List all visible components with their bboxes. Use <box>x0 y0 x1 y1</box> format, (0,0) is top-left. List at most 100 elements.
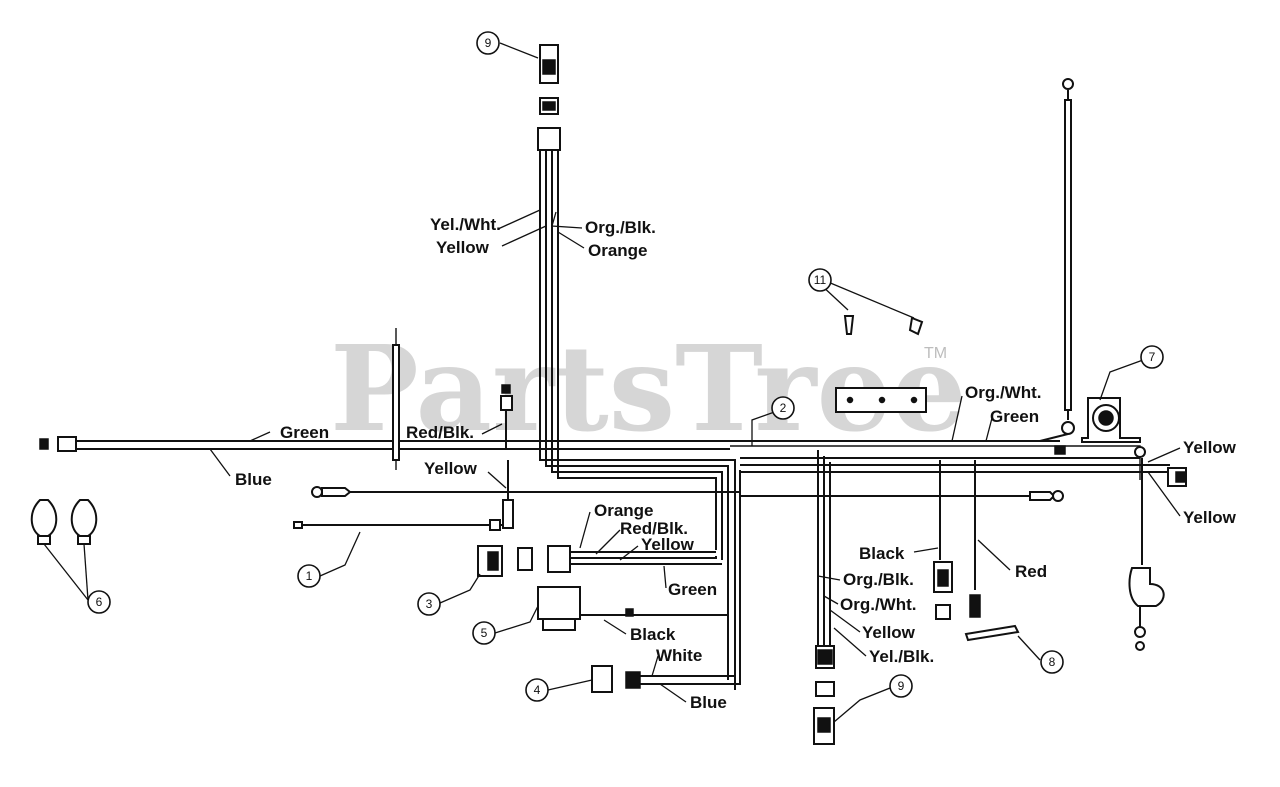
ring-leads <box>293 460 1064 531</box>
callouts: 9 11 2 7 1 3 5 4 <box>87 31 1164 702</box>
module-5-body <box>537 586 581 620</box>
leader-yellow-right-bottom <box>1147 471 1181 517</box>
leader-5 <box>494 605 539 634</box>
module-5-group <box>537 586 728 631</box>
top-harness-connector <box>537 127 561 151</box>
ring-terminal-right <box>1052 490 1064 502</box>
leader-org-blk-right <box>817 575 841 581</box>
label-org-blk-top: Org./Blk. <box>585 218 656 237</box>
leader-org-blk-top <box>551 211 583 229</box>
leader-6-right <box>83 543 89 601</box>
top-harness <box>537 44 736 690</box>
leader-9-top <box>499 42 539 59</box>
label-blue-left: Blue <box>235 470 272 489</box>
label-org-wht-right: Org./Wht. <box>965 383 1041 402</box>
callout-5: 5 <box>472 621 496 645</box>
leader-11-right <box>827 281 915 319</box>
trunk-connector <box>1054 445 1066 455</box>
switch-3-face <box>487 551 499 571</box>
switch-4-group <box>591 470 741 693</box>
ring-terminal-left <box>311 486 323 498</box>
leader-green-right <box>985 417 993 442</box>
callout-3-text: 3 <box>426 597 433 611</box>
lower-harness <box>813 450 1020 745</box>
ring-sleeve-right <box>1029 491 1056 501</box>
red-blk-connector <box>500 395 513 411</box>
fuse-8 <box>964 624 1020 642</box>
leader-4 <box>547 679 593 691</box>
wire-labels: Yel./Wht. Yellow Org./Blk. Orange Green … <box>235 215 1237 712</box>
leader-yellow-lower <box>829 609 861 633</box>
label-yel-blk: Yel./Blk. <box>869 647 934 666</box>
callout-1: 1 <box>297 564 321 588</box>
bottom-switch-9-face <box>817 717 831 733</box>
label-green-right: Green <box>990 407 1039 426</box>
label-white: White <box>656 646 702 665</box>
leader-white <box>651 655 659 677</box>
bracket-hole-2 <box>878 396 886 404</box>
label-yellow-top: Yellow <box>436 238 490 257</box>
leader-red-blk <box>481 423 503 435</box>
callout-11-text: 11 <box>814 273 827 287</box>
main-harness <box>39 436 1187 651</box>
black-branch-face <box>937 569 949 587</box>
callout-2-text: 2 <box>780 401 787 415</box>
callout-3: 3 <box>417 592 441 616</box>
antenna-ring-top <box>1062 78 1074 90</box>
callout-8: 8 <box>1040 650 1064 674</box>
lower-harness-connector-face <box>817 649 833 665</box>
leader-green-mid <box>663 565 667 589</box>
bulb-left-base <box>37 535 51 545</box>
ring-sleeve-left <box>321 487 352 497</box>
callout-7: 7 <box>1140 345 1164 369</box>
callout-11: 11 <box>808 268 832 292</box>
bulb-right <box>70 499 98 537</box>
label-red-right: Red <box>1015 562 1047 581</box>
leader-yellow-mid <box>487 471 507 489</box>
push-pins-11 <box>843 315 924 336</box>
leader-blue-left <box>209 448 231 477</box>
callout-9-bottom-text: 9 <box>898 679 905 693</box>
callout-7-text: 7 <box>1149 350 1156 364</box>
leader-orange-mid <box>579 511 591 549</box>
right-ring-top <box>1134 446 1146 458</box>
rear-ring-2 <box>1135 641 1145 651</box>
leader-org-wht-lower <box>823 595 839 605</box>
red-blk-connector-top <box>501 384 511 394</box>
label-orange-top: Orange <box>588 241 648 260</box>
solenoid-7-post <box>1098 410 1114 426</box>
callout-9-bottom: 9 <box>889 674 913 698</box>
leader-black-right <box>913 547 939 553</box>
label-black-mid: Black <box>630 625 676 644</box>
switch-3-wire-redblk <box>570 556 717 559</box>
switch-4-body <box>591 665 613 693</box>
top-harness-wire-1 <box>539 150 736 690</box>
antenna-ring-bottom <box>1061 421 1075 435</box>
switch-4-plug <box>625 671 641 689</box>
leader-yellow-top <box>501 225 547 247</box>
callout-9-top: 9 <box>476 31 500 55</box>
leader-blue-bottom <box>659 683 687 703</box>
label-org-blk-right: Org./Blk. <box>843 570 914 589</box>
top-harness-wire-2 <box>545 150 729 680</box>
lead1-connector <box>489 519 501 531</box>
leader-orange-top <box>557 231 585 249</box>
right-connector-dark <box>1175 471 1187 483</box>
module-5-ground <box>625 608 634 617</box>
right-terminal-group <box>1039 78 1141 455</box>
switch-3-group <box>477 545 722 577</box>
antenna-sleeve <box>1064 99 1072 411</box>
bulb-left <box>30 499 58 537</box>
label-black-right: Black <box>859 544 905 563</box>
label-yellow-switch: Yellow <box>641 535 695 554</box>
leader-6-left <box>43 543 89 601</box>
top-plug-face <box>542 101 556 111</box>
leader-red-right <box>977 539 1011 571</box>
module-5-base <box>542 618 576 631</box>
callout-8-text: 8 <box>1049 655 1056 669</box>
leader-1 <box>319 531 361 577</box>
leader-yel-blk <box>833 627 867 657</box>
label-orange-mid: Orange <box>594 501 654 520</box>
